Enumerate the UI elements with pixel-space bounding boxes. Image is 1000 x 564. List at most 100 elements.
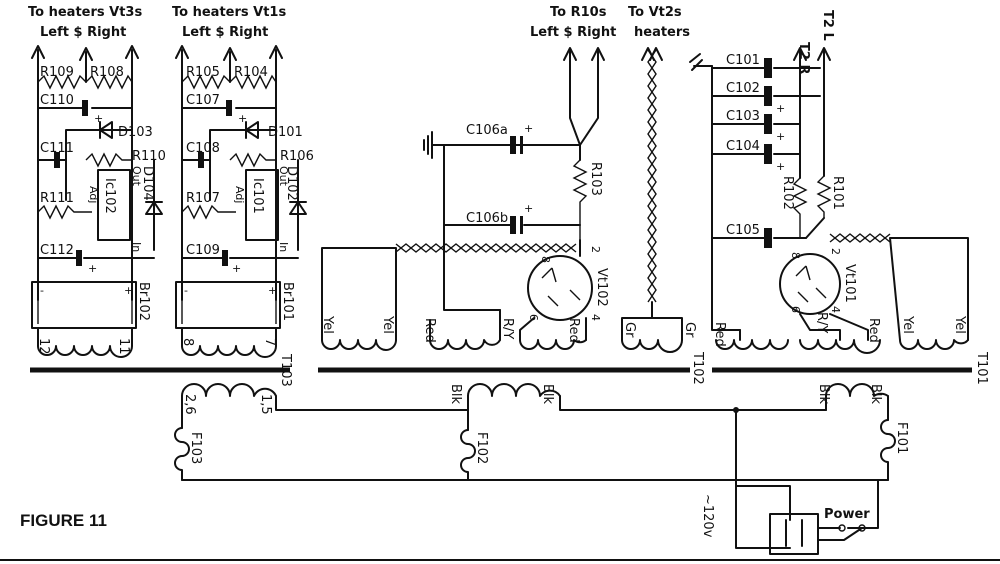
label-blk-1: Blk [448, 384, 463, 405]
svg-text:-: - [184, 284, 188, 297]
label-f101: F101 [894, 422, 909, 454]
svg-text:+: + [124, 284, 133, 297]
label-c107: C107 [186, 93, 220, 108]
label-yel-4: Yel [952, 315, 967, 334]
label-d104: D104 [140, 166, 155, 201]
svg-text:+: + [776, 160, 785, 173]
header-r10s-line1: To R10s [550, 5, 607, 20]
label-ic102: Ic102 [102, 178, 117, 214]
label-in-101: In [277, 242, 290, 252]
label-f103: F103 [188, 432, 203, 464]
label-in-102: In [130, 242, 143, 252]
label-br102: Br102 [136, 282, 151, 321]
label-f102: F102 [474, 432, 489, 464]
label-c102: C102 [726, 81, 760, 96]
label-t103: T103 [278, 353, 293, 387]
header-vt3s-line1: To heaters Vt3s [28, 5, 142, 20]
svg-text:+: + [776, 102, 785, 115]
label-r106: R106 [280, 149, 314, 164]
label-out-101: Out [277, 166, 290, 187]
svg-text:+: + [88, 262, 97, 275]
header-vt2s-line2: heaters [634, 25, 690, 40]
label-vt102-pin4: 4 [589, 314, 602, 321]
label-c103: C103 [726, 109, 760, 124]
label-d101: D101 [268, 125, 303, 140]
heater-supply-vt1s: R105 R104 C107 + D101 C108 R106 R107 Ic1… [175, 45, 314, 358]
label-mains-120v: ~120v [700, 494, 715, 538]
label-vt102: Vt102 [594, 268, 609, 307]
label-yel-3: Yel [900, 315, 915, 334]
hv-supply-vt101: C101 C102 C103 C104 + + + R102 R101 C105… [689, 47, 989, 385]
header-vt2s-line1: To Vt2s [628, 5, 682, 20]
label-vt102-pin8: 8 [539, 256, 552, 263]
label-r102: R102 [780, 176, 795, 210]
heater-supply-vt3s: R109 R108 C110 + D103 C111 R110 R111 Ic1… [31, 45, 166, 358]
label-adj-101: Adj [233, 186, 246, 203]
label-c109: C109 [186, 243, 220, 258]
label-yel-1: Yel [320, 315, 335, 334]
label-t2l: T2 L [820, 10, 835, 41]
svg-text:+: + [776, 130, 785, 143]
label-c112: C112 [40, 243, 74, 258]
label-pin-11: 11 [116, 338, 131, 355]
label-c111: C111 [40, 141, 74, 156]
label-vt101-pin6: 6 [789, 306, 802, 313]
svg-text:+: + [232, 262, 241, 275]
label-c106b: C106b [466, 211, 508, 226]
label-red-2: Red [566, 318, 581, 343]
label-power: Power [824, 507, 870, 522]
label-c104: C104 [726, 139, 760, 154]
svg-text:+: + [238, 112, 247, 125]
label-vt102-pin2: 2 [589, 246, 602, 253]
label-t101: T101 [974, 351, 989, 385]
mains-primary: 2,6 1,5 F103 Blk Blk F102 Blk Blk F101 ~… [174, 383, 909, 555]
header-vt3s-line2: Left $ Right [40, 25, 126, 40]
label-pin-15: 1,5 [258, 394, 273, 415]
svg-text:+: + [268, 284, 277, 297]
figure-label: FIGURE 11 [20, 511, 107, 530]
header-r10s-line2: Left $ Right [530, 25, 616, 40]
label-red-3: Red [712, 322, 727, 347]
label-t2r: T2 R [796, 42, 811, 74]
svg-text:+: + [524, 202, 533, 215]
label-c108: C108 [186, 141, 220, 156]
label-r105: R105 [186, 65, 220, 80]
label-pin-7: 7 [262, 338, 277, 346]
label-d102: D102 [284, 166, 299, 201]
label-ry-2: R/Y [814, 312, 829, 333]
label-c101: C101 [726, 53, 760, 68]
label-r109: R109 [40, 65, 74, 80]
hv-supply-vt102: C106a + R103 C106b + Vt102 8 2 6 4 Yel [318, 47, 705, 385]
label-t102: T102 [690, 351, 705, 385]
label-vt101: Vt101 [842, 264, 857, 303]
label-c105: C105 [726, 223, 760, 238]
label-gr-2: Gr [682, 322, 697, 338]
label-pin-12: 12 [36, 338, 51, 355]
label-vt101-pin4: 4 [829, 306, 842, 313]
label-red-4: Red [866, 318, 881, 343]
label-r107: R107 [186, 191, 220, 206]
label-c110: C110 [40, 93, 74, 108]
label-r111: R111 [40, 191, 74, 206]
label-blk-3: Blk [816, 384, 831, 405]
svg-text:+: + [524, 122, 533, 135]
label-c106a: C106a [466, 123, 508, 138]
header-vt1s-line1: To heaters Vt1s [172, 5, 286, 20]
label-adj-102: Adj [87, 186, 100, 203]
label-r104: R104 [234, 65, 268, 80]
label-vt101-pin8: 8 [789, 252, 802, 259]
label-ic101: Ic101 [250, 178, 265, 214]
label-pin-26: 2,6 [182, 394, 197, 415]
label-r101: R101 [830, 176, 845, 210]
label-red-1: Red [422, 318, 437, 343]
label-br101: Br101 [280, 282, 295, 321]
label-pin-8: 8 [180, 338, 195, 346]
svg-text:+: + [94, 112, 103, 125]
svg-text:-: - [40, 284, 44, 297]
label-blk-4: Blk [868, 384, 883, 405]
label-gr-1: Gr [622, 322, 637, 338]
label-yel-2: Yel [380, 315, 395, 334]
label-out-102: Out [130, 166, 143, 187]
label-vt101-pin2: 2 [829, 248, 842, 255]
